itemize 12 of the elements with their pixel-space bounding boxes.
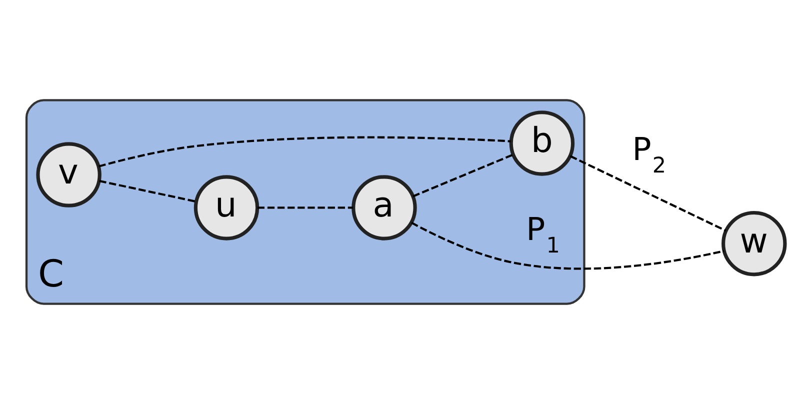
node-circle: a xyxy=(352,175,417,240)
node-circle: v xyxy=(36,142,102,208)
node-circle: w xyxy=(722,210,787,276)
connector xyxy=(412,154,514,198)
connector xyxy=(257,206,353,209)
connector xyxy=(411,222,724,270)
connector xyxy=(99,180,196,203)
edge-label: P$_{1}$ xyxy=(526,212,560,259)
node-circle: b xyxy=(509,110,575,176)
connector xyxy=(98,136,511,168)
node-circle: u xyxy=(194,175,260,240)
edge-label: P$_{2}$ xyxy=(632,132,666,178)
